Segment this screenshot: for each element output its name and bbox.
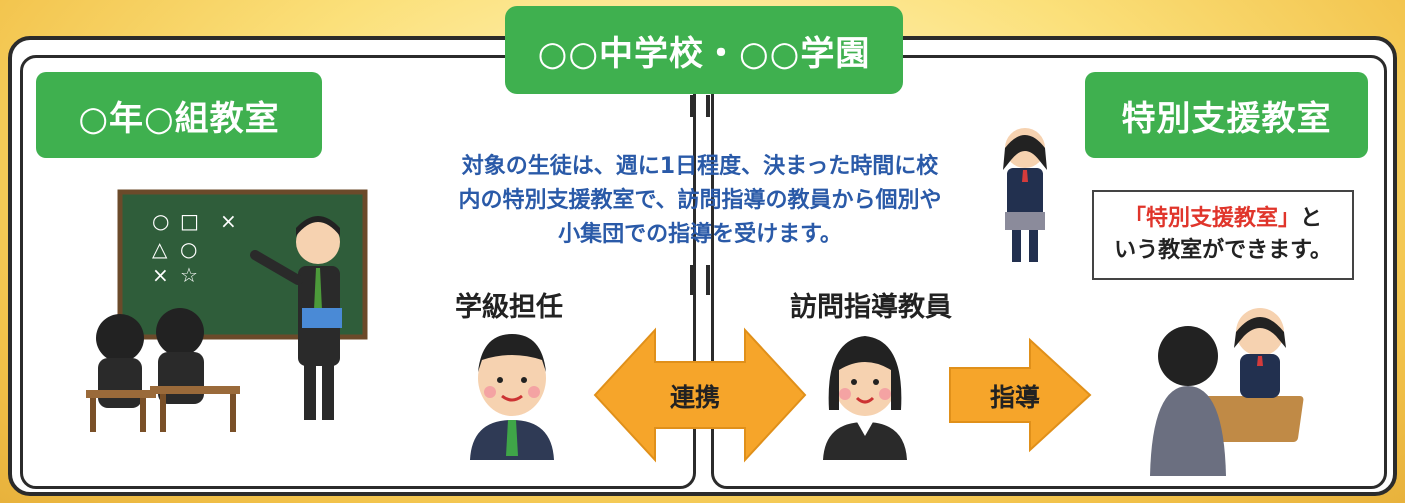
blackboard-symbol: ☆	[180, 263, 198, 287]
visiting-teacher-title: 訪問指導教員	[790, 292, 952, 323]
blackboard-symbol: ×	[220, 209, 237, 233]
guidance-label: 指導	[990, 383, 1041, 412]
cooperation-arrow	[593, 327, 807, 463]
divider-top-left	[690, 95, 694, 117]
blackboard-symbol: ○	[180, 237, 197, 261]
guidance-arrow	[949, 337, 1092, 453]
teacher-figure	[250, 216, 342, 420]
school-label: ○○中学校・○○学園	[505, 6, 903, 94]
classroom-illustration: ○ □ × △ ○ × ☆	[86, 189, 368, 432]
note-text: と	[1300, 206, 1323, 231]
divider-top-right	[706, 95, 710, 117]
students-figure	[86, 308, 240, 432]
homeroom-teacher-icon	[470, 334, 554, 460]
note-box: 「特別支援教室」と いう教室ができます。	[1092, 190, 1354, 280]
tutoring-illustration	[1150, 308, 1304, 476]
description-text: 対象の生徒は、週に1日程度、決まった時間に校 内の特別支援教室で、訪問指導の教員…	[410, 150, 990, 252]
visiting-teacher-icon	[823, 336, 907, 460]
blackboard-symbol: ×	[152, 263, 169, 287]
blackboard-symbol: ○	[152, 209, 169, 233]
blackboard-symbol: △	[152, 237, 168, 261]
description-line: 内の特別支援教室で、訪問指導の教員から個別や	[458, 188, 942, 213]
divider-mid-right	[706, 265, 710, 295]
description-line: 小集団での指導を受けます。	[558, 222, 842, 247]
student-illustration	[1003, 128, 1047, 262]
special-room-label: 特別支援教室	[1085, 72, 1368, 158]
note-highlight: 「特別支援教室」	[1123, 206, 1300, 231]
description-line: 対象の生徒は、週に1日程度、決まった時間に校	[461, 154, 939, 179]
note-text-line2: いう教室ができます。	[1114, 238, 1332, 263]
cooperation-label: 連携	[670, 383, 721, 412]
class-room-label: ○年○組教室	[36, 72, 322, 158]
homeroom-teacher-title: 学級担任	[455, 292, 563, 323]
blackboard-symbol: □	[180, 209, 199, 233]
divider-mid-left	[690, 265, 694, 295]
